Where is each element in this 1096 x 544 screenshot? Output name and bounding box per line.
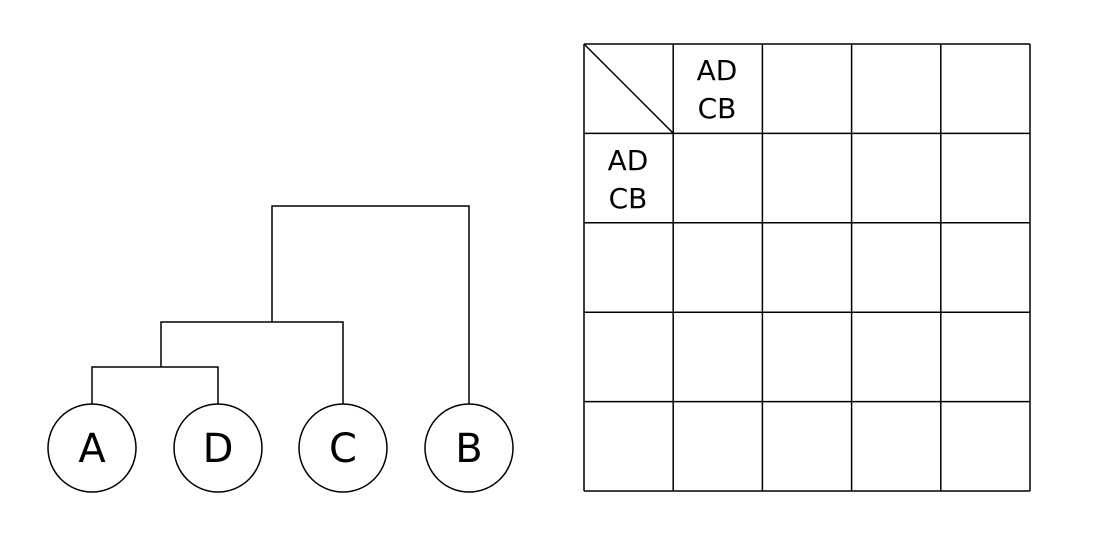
merge-adc-b bbox=[271, 205, 470, 404]
leaf-label-d: D bbox=[203, 426, 234, 472]
matrix-grid bbox=[583, 43, 1031, 492]
leaf-label-c: C bbox=[329, 426, 357, 472]
corner-diagonal bbox=[583, 43, 674, 134]
column-header-cell: AD CB bbox=[697, 54, 738, 125]
leaf-node-d: D bbox=[173, 403, 263, 493]
leaf-node-c: C bbox=[298, 403, 388, 493]
dendrogram: A D C B bbox=[47, 205, 514, 493]
column-header-line-2: CB bbox=[698, 92, 737, 125]
row-header-cell: AD CB bbox=[608, 144, 649, 215]
leaf-node-a: A bbox=[47, 403, 137, 493]
row-header-line-2: CB bbox=[609, 182, 648, 215]
column-header-line-1: AD bbox=[697, 54, 738, 87]
row-header-line-1: AD bbox=[608, 144, 649, 177]
leaf-label-a: A bbox=[78, 426, 106, 472]
leaf-label-b: B bbox=[455, 426, 482, 472]
distance-matrix: AD CB AD CB bbox=[583, 43, 1031, 492]
merge-ad-c bbox=[160, 321, 344, 404]
leaf-node-b: B bbox=[424, 403, 514, 493]
merge-a-d bbox=[91, 366, 219, 404]
